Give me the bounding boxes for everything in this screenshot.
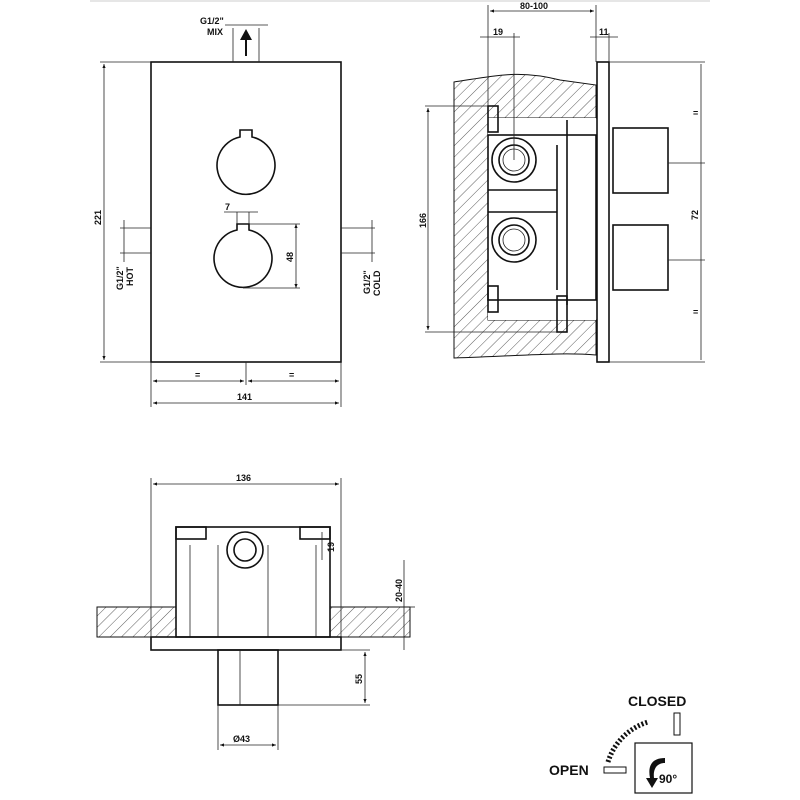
spacing-dim: 48	[285, 252, 295, 262]
equal-mark-bottom: =	[693, 307, 698, 317]
wall-dim: 20-40	[394, 579, 404, 602]
height-dim: 221	[93, 210, 103, 225]
bottom-width-dim: 136	[236, 473, 251, 483]
cold-inlet	[491, 217, 537, 263]
depth-dim: 80-100	[520, 1, 548, 11]
handle-stem	[217, 649, 279, 706]
plate-dim: 11	[599, 27, 609, 37]
rotate-ccw-arrow-icon	[646, 758, 665, 788]
bottom-view: 136 19 20-40 55 Ø43	[96, 473, 415, 750]
closed-label: CLOSED	[628, 693, 686, 709]
hot-label: HOT	[125, 267, 135, 287]
half-mark-left: =	[195, 370, 200, 380]
mix-label: MIX	[207, 27, 223, 37]
cold-size: G1/2"	[362, 270, 372, 294]
closed-indicator	[673, 712, 681, 736]
mix-size: G1/2"	[200, 16, 224, 26]
wall-band-right	[329, 606, 411, 638]
box-height-dim: 166	[418, 213, 428, 228]
width-dim: 141	[237, 392, 252, 402]
bottom-offset-dim: 19	[326, 542, 336, 552]
rotation-arc-icon	[605, 719, 649, 763]
lower-handle	[612, 224, 669, 291]
open-indicator	[603, 766, 627, 774]
upper-knob	[216, 129, 276, 196]
valve-body	[487, 134, 597, 301]
equal-mark-top: =	[693, 108, 698, 118]
notch-dim: 7	[225, 202, 230, 212]
cold-label: COLD	[372, 270, 382, 296]
side-plate	[596, 61, 610, 363]
offset-dim: 19	[493, 27, 503, 37]
upper-handle	[612, 127, 669, 194]
side-view: 80-100 19 11 166 72 = =	[418, 1, 705, 363]
half-mark-right: =	[289, 370, 294, 380]
outlet	[226, 531, 264, 569]
open-label: OPEN	[549, 762, 589, 778]
open-closed-legend: CLOSED OPEN 90°	[549, 693, 693, 794]
arrow-up-icon	[240, 29, 252, 56]
diameter-dim: Ø43	[233, 734, 250, 744]
angle-label: 90°	[659, 772, 677, 786]
front-view: G1/2" MIX 7 48 221 G1/2" HOT G1/2" COLD …	[93, 16, 382, 407]
hot-size: G1/2"	[115, 266, 125, 290]
projection-dim: 55	[354, 674, 364, 684]
bottom-plate	[150, 636, 342, 651]
lower-knob	[213, 223, 273, 289]
rotation-box	[634, 742, 693, 794]
handle-spacing-dim: 72	[690, 210, 700, 220]
wall-band-left	[96, 606, 177, 638]
